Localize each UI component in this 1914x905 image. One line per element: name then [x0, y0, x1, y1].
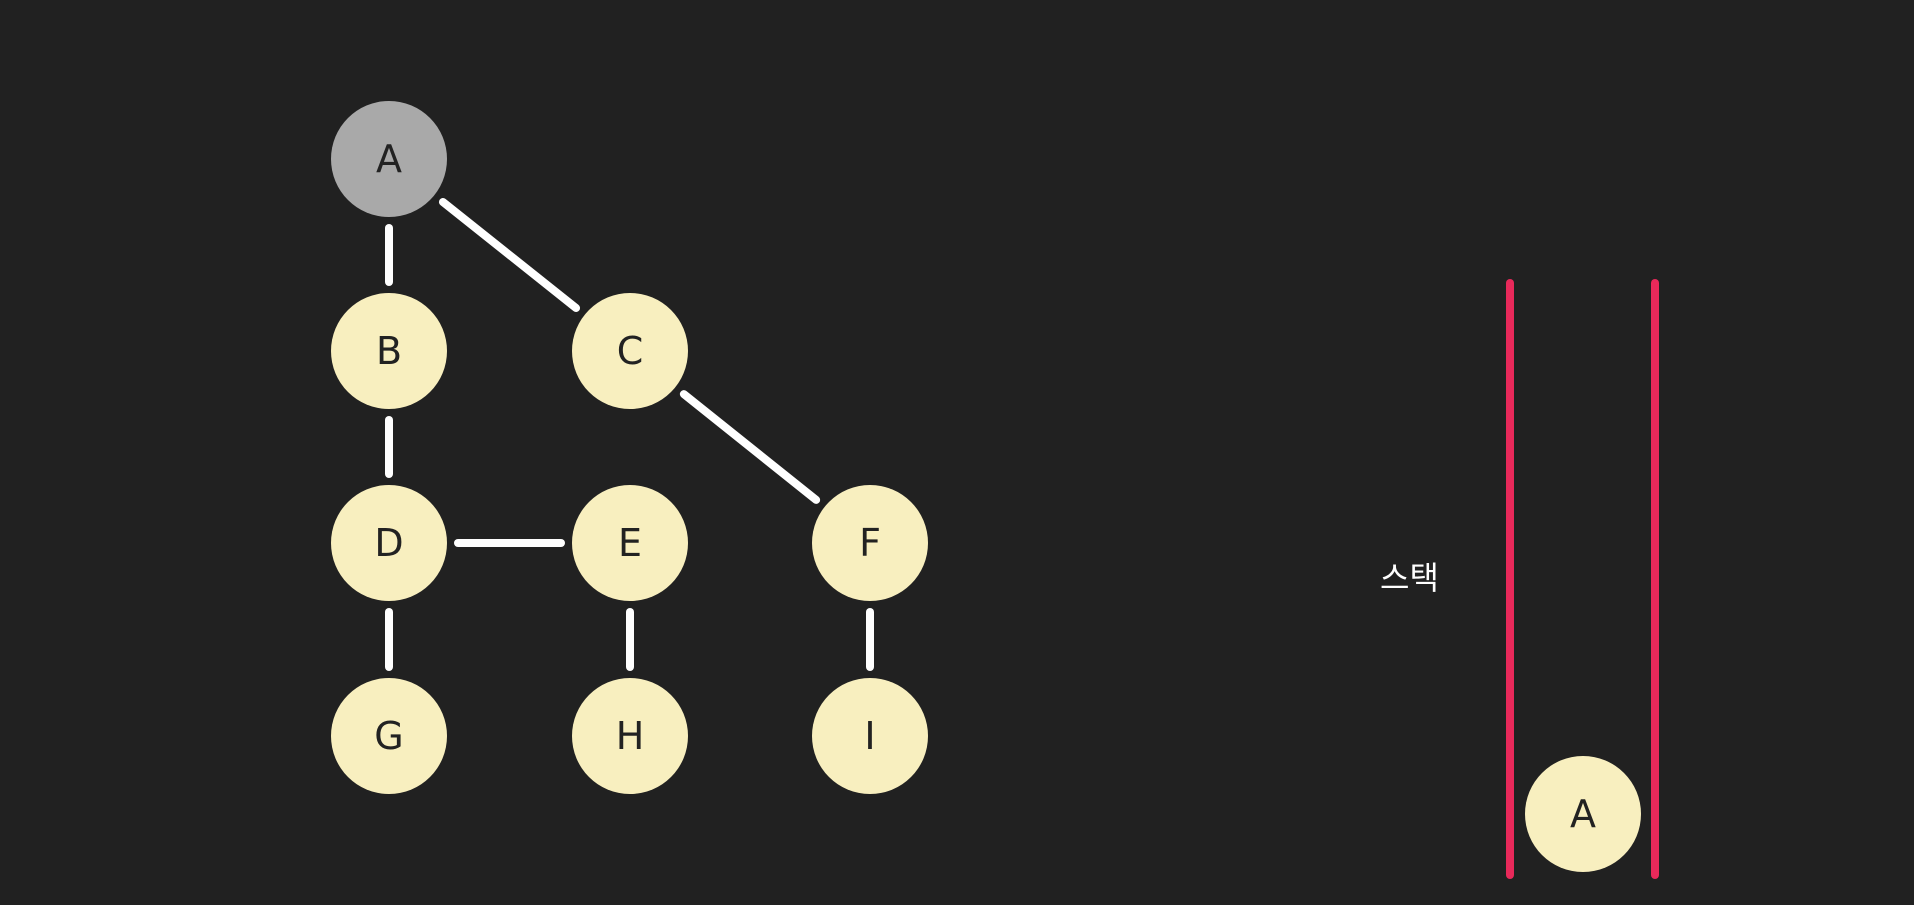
node-i: I: [812, 678, 928, 794]
stack-container: A: [1506, 279, 1659, 879]
node-label: B: [376, 329, 402, 373]
stack-label: 스택: [1380, 559, 1439, 597]
node-circle: [572, 678, 688, 794]
node-label: D: [374, 521, 403, 565]
node-circle: [331, 485, 447, 601]
edge-c-f: [679, 390, 821, 504]
node-circle: [812, 485, 928, 601]
node-label: G: [374, 714, 403, 758]
node-label: C: [617, 329, 644, 373]
node-label: E: [618, 521, 642, 565]
node-b: B: [331, 293, 447, 409]
node-circle: [331, 293, 447, 409]
stack-item-label: A: [1570, 792, 1596, 836]
node-circle: [331, 678, 447, 794]
node-g: G: [331, 678, 447, 794]
node-circle: [572, 293, 688, 409]
node-e: E: [572, 485, 688, 601]
node-circle: [812, 678, 928, 794]
node-f: F: [812, 485, 928, 601]
node-label: A: [376, 137, 402, 181]
node-c: C: [572, 293, 688, 409]
node-label: I: [864, 714, 875, 758]
node-d: D: [331, 485, 447, 601]
edge-a-c: [438, 197, 581, 313]
node-circle: [572, 485, 688, 601]
nodes-layer: A B C D E F G H I: [331, 101, 928, 794]
node-circle: [331, 101, 447, 217]
node-a: A: [331, 101, 447, 217]
edges-layer: [385, 197, 874, 671]
stack-item: A: [1525, 756, 1641, 872]
node-h: H: [572, 678, 688, 794]
node-label: H: [616, 714, 645, 758]
stack-item-circle: [1525, 756, 1641, 872]
node-label: F: [859, 521, 881, 565]
